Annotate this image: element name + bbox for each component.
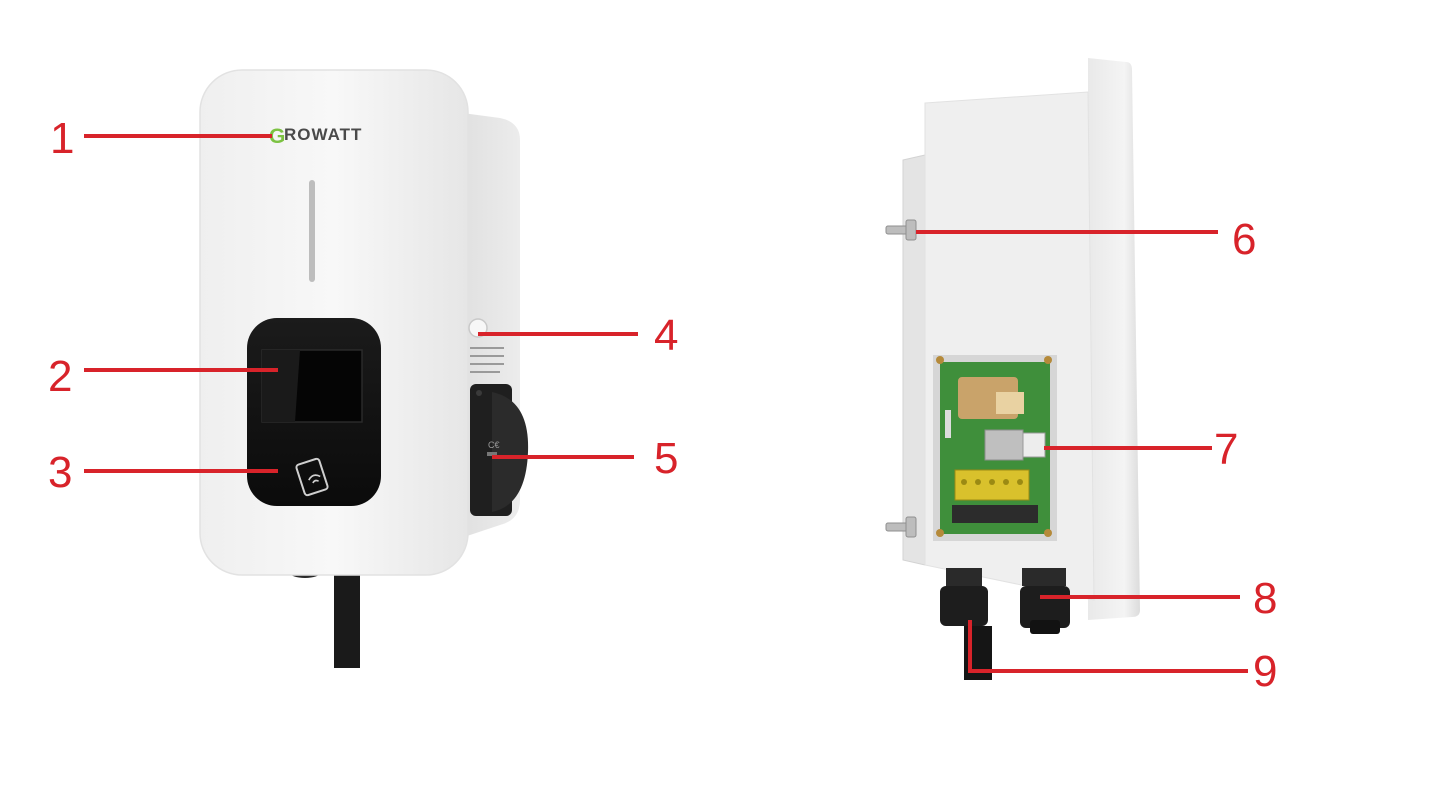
callout-8: 8 (1253, 574, 1277, 623)
side-view (885, 58, 1140, 680)
back-cover (1088, 58, 1140, 620)
callout-2: 2 (48, 352, 72, 401)
callout-3: 3 (48, 448, 72, 497)
front-view: G ROWATT C€ (199, 69, 529, 668)
leader-line-9 (968, 620, 1248, 673)
logo-letter-g: G (269, 125, 285, 148)
callout-9: 9 (1253, 647, 1277, 696)
callout-1: 1 (50, 114, 74, 163)
cable-gland-8 (1020, 568, 1070, 634)
callout-5: 5 (654, 434, 678, 483)
ce-mark-icon: C€ (488, 440, 500, 450)
screen-reflection (262, 350, 300, 422)
led-light-bar (309, 180, 315, 282)
callouts: 1 2 3 4 5 6 7 8 9 (48, 114, 1277, 696)
callout-7: 7 (1214, 425, 1238, 474)
rfid-card-icon (295, 457, 329, 497)
cable-gland-9 (940, 568, 992, 680)
callout-6: 6 (1232, 215, 1256, 264)
mounting-screws (885, 219, 917, 538)
logo-text: ROWATT (284, 125, 362, 144)
wiring-compartment (933, 355, 1057, 541)
charging-cable (334, 570, 360, 668)
callout-4: 4 (654, 311, 678, 360)
mounting-plate (902, 154, 926, 566)
socket-outlet: C€ (470, 384, 529, 516)
button-label-text (470, 347, 504, 373)
growatt-logo: G ROWATT (269, 125, 362, 148)
